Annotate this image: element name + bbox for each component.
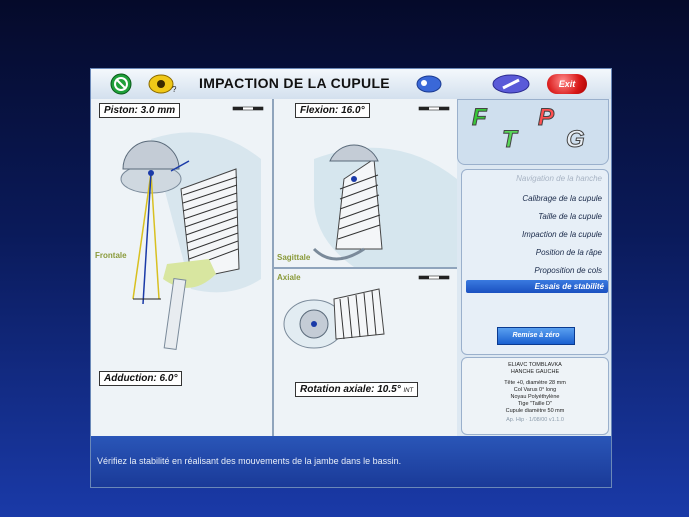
implant-line: Cupule diamètre 50 mm (505, 408, 565, 414)
rotation-readout-value: Rotation axiale: 10.5° (300, 384, 401, 395)
patient-side: HANCHE GAUCHE (510, 369, 560, 375)
menu-item-proposition-cols[interactable]: Proposition de cols (534, 266, 602, 275)
axial-view-image (283, 288, 385, 349)
view-divider-horizontal (274, 267, 457, 269)
sagittal-view-label: Sagittale (277, 253, 311, 262)
menu-item-taille[interactable]: Taille de la cupule (538, 212, 602, 221)
page-title: IMPACTION DE LA CUPULE (199, 75, 390, 91)
patient-name: ELIAVC TOMBLAVKA (508, 362, 562, 368)
reset-button[interactable]: Remise à zéro (497, 327, 575, 345)
frontal-view-image (120, 132, 261, 351)
camera-icon[interactable] (413, 72, 443, 96)
status-message: Vérifiez la stabilité en réalisant des m… (97, 456, 402, 466)
axial-view-label: Axiale (277, 273, 301, 282)
scale-bar-frontal (232, 106, 264, 111)
menu-item-position-rape[interactable]: Position de la râpe (535, 248, 602, 257)
step-letters-panel: F T P G (457, 99, 609, 165)
step-letter-f[interactable]: F (472, 104, 488, 132)
step-letter-g[interactable]: G (566, 126, 586, 154)
imaging-views: Piston: 3.0 mm Frontale Adduction: 6.0° … (91, 99, 457, 436)
scale-bar-sagittal (418, 106, 450, 111)
right-panel: F T P G Navigation de la hanche Calibrag… (457, 99, 611, 436)
implant-line: Tige "Taille D" (518, 401, 552, 407)
flexion-readout: Flexion: 16.0° (295, 103, 370, 118)
view-divider-vertical (272, 99, 274, 436)
patient-info-panel: ELIAVC TOMBLAVKA HANCHE GAUCHE Tête +0, … (461, 357, 609, 435)
rotation-readout-suffix: INT (403, 388, 414, 394)
frontal-view-label: Frontale (95, 251, 127, 260)
eye-help-icon[interactable]: ? (147, 72, 181, 96)
status-bar: Vérifiez la stabilité en réalisant des m… (91, 436, 611, 487)
adduction-readout: Adduction: 6.0° (99, 371, 183, 386)
app-window: ? IMPACTION DE LA CUPULE Exit (90, 68, 612, 488)
svg-text:?: ? (172, 85, 177, 94)
piston-readout: Piston: 3.0 mm (99, 103, 181, 118)
menu-item-essais-stabilite[interactable]: Essais de stabilité (466, 280, 608, 293)
step-letter-p[interactable]: P (537, 104, 555, 132)
menu-item-impaction[interactable]: Impaction de la cupule (521, 230, 602, 239)
cancel-icon[interactable] (109, 72, 133, 96)
edit-icon[interactable] (491, 72, 531, 96)
implant-line: Noyau Polyéthylène (510, 394, 560, 400)
title-bar: ? IMPACTION DE LA CUPULE Exit (91, 69, 611, 100)
menu-item-calibrage[interactable]: Calibrage de la cupule (522, 194, 602, 203)
sagittal-view-image (312, 144, 457, 267)
menu-header: Navigation de la hanche (516, 174, 602, 183)
implant-line: Col Varus 0° long (513, 387, 557, 393)
scale-bar-axial (418, 275, 450, 280)
implant-line: Tête +0, diamètre 28 mm (504, 380, 566, 386)
navigation-menu: Navigation de la hanche Calibrage de la … (461, 169, 609, 355)
software-version: Ap. Hip · 1/08/00 v1.1.0 (506, 417, 564, 423)
step-letter-t[interactable]: T (502, 126, 518, 154)
exit-button[interactable]: Exit (547, 74, 587, 94)
rotation-readout: Rotation axiale: 10.5° INT (295, 382, 419, 397)
